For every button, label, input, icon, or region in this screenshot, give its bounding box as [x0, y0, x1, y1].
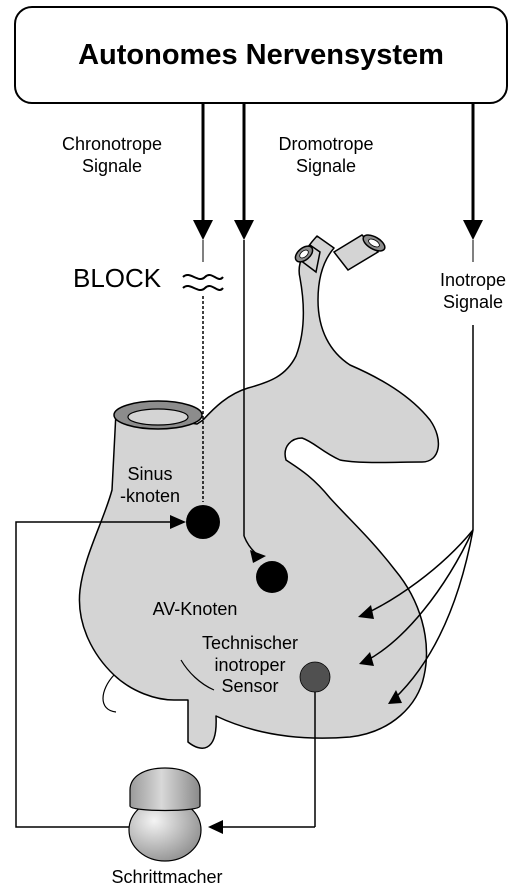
pacemaker-label: Schrittmacher	[92, 867, 242, 889]
block-symbol	[183, 275, 223, 290]
block-label: BLOCK	[73, 263, 183, 294]
sinus-node	[186, 505, 220, 539]
av-node	[256, 561, 288, 593]
pacemaker-device	[129, 768, 201, 861]
sinus-node-label: Sinus-knoten	[110, 464, 190, 507]
av-node-label: AV-Knoten	[135, 599, 255, 621]
